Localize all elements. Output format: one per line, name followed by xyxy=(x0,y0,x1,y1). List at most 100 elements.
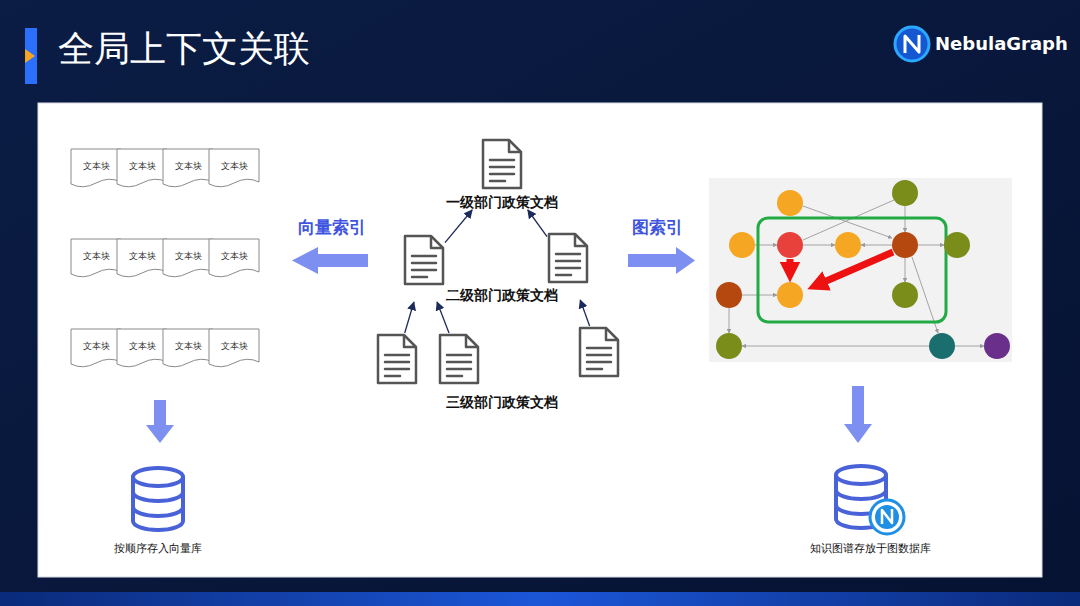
text-chunk: 文本块 xyxy=(162,328,214,370)
logo-glyph xyxy=(905,35,919,53)
chunk-outline xyxy=(71,329,121,367)
chunk-outline xyxy=(117,149,167,187)
screenshot-background xyxy=(709,178,1012,362)
graph-vertex xyxy=(892,232,918,258)
policy-document xyxy=(547,232,589,300)
chunk-label: 文本块 xyxy=(116,250,168,263)
chunk-label: 文本块 xyxy=(162,250,214,263)
policy-document xyxy=(578,326,620,378)
database-icon xyxy=(130,466,186,532)
document-fold xyxy=(509,140,521,152)
hierarchy-arrow xyxy=(580,300,589,326)
document-fold xyxy=(404,335,416,347)
graph-vertices xyxy=(716,180,1010,359)
document-line xyxy=(385,361,409,364)
index-arrow-head xyxy=(676,247,695,274)
graph-vertex xyxy=(835,232,861,258)
text-chunk: 文本块 xyxy=(208,148,260,190)
document-label: 一级部门政策文档 xyxy=(446,194,558,212)
chunk-label: 文本块 xyxy=(208,340,260,353)
policy-document xyxy=(376,333,418,385)
document-fold xyxy=(575,234,587,246)
bottom-strip xyxy=(0,592,1080,606)
document-line xyxy=(587,347,611,350)
store-arrow-shaft xyxy=(852,386,864,424)
text-chunk: 文本块 xyxy=(208,238,260,280)
document-line xyxy=(587,354,611,357)
chunk-outline xyxy=(209,149,259,187)
document-icon xyxy=(438,333,480,385)
hierarchy-arrow xyxy=(445,210,472,243)
graph-edge xyxy=(905,258,906,282)
document-line xyxy=(385,368,409,371)
graph-edge xyxy=(803,245,835,246)
database-caption: 知识图谱存放于图数据库 xyxy=(810,541,931,556)
highlight-arrow xyxy=(787,259,794,272)
chunk-outline xyxy=(71,149,121,187)
chunk-label: 文本块 xyxy=(208,160,260,173)
graph-edge xyxy=(955,346,984,347)
document-line xyxy=(587,368,602,371)
chunk-label: 文本块 xyxy=(162,340,214,353)
document-line xyxy=(447,375,462,378)
index-label: 向量索引 xyxy=(298,216,366,239)
document-line xyxy=(556,253,580,256)
logo-icon xyxy=(895,27,929,61)
document-line xyxy=(587,361,611,364)
graph-vertex xyxy=(777,190,803,216)
database-band xyxy=(133,507,183,516)
document-outline xyxy=(483,140,521,188)
document-fold xyxy=(466,335,478,347)
content-panel xyxy=(38,103,1042,577)
document-outline xyxy=(549,234,587,282)
graph-vertex xyxy=(716,282,742,308)
chunk-label: 文本块 xyxy=(208,250,260,263)
document-line xyxy=(556,260,580,263)
chunk-label: 文本块 xyxy=(162,160,214,173)
text-chunk: 文本块 xyxy=(116,328,168,370)
graph-edge xyxy=(729,308,730,333)
index-arrow-head xyxy=(292,247,318,274)
document-label: 三级部门政策文档 xyxy=(446,394,558,412)
chunk-outline xyxy=(117,329,167,367)
text-chunk: 文本块 xyxy=(116,238,168,280)
document-outline xyxy=(440,335,478,383)
document-line xyxy=(412,255,436,258)
document-label: 二级部门政策文档 xyxy=(446,287,558,305)
chunk-outline xyxy=(163,239,213,277)
index-arrow-shaft xyxy=(628,254,676,267)
title-accent-triangle xyxy=(25,49,35,63)
store-arrow-shaft xyxy=(154,400,166,425)
text-chunk: 文本块 xyxy=(70,328,122,370)
database-caption: 按顺序存入向量库 xyxy=(114,541,202,556)
chunk-label: 文本块 xyxy=(70,160,122,173)
graph-vertex xyxy=(729,232,755,258)
document-line xyxy=(447,354,471,357)
document-line xyxy=(412,269,436,272)
nebula-logo-glyph xyxy=(882,509,892,524)
document-line xyxy=(447,361,471,364)
document-outline xyxy=(580,328,618,376)
database-top xyxy=(133,468,183,486)
chunk-outline xyxy=(209,239,259,277)
document-icon xyxy=(481,138,523,190)
store-arrow-head xyxy=(844,424,872,443)
document-icon xyxy=(403,234,445,286)
highlight-arrow xyxy=(817,252,893,285)
chunk-label: 文本块 xyxy=(116,340,168,353)
graph-edge xyxy=(918,245,944,246)
document-line xyxy=(412,276,427,279)
document-icon xyxy=(547,232,589,284)
policy-document: 二级部门政策文档 xyxy=(403,234,445,302)
nebula-logo xyxy=(875,505,899,529)
graph-edge xyxy=(742,346,929,347)
database-band xyxy=(836,490,886,499)
text-chunk: 文本块 xyxy=(116,148,168,190)
document-outline xyxy=(378,335,416,383)
graph-vertex xyxy=(892,282,918,308)
database-top xyxy=(836,466,886,484)
chunk-label: 文本块 xyxy=(70,250,122,263)
document-icon xyxy=(578,326,620,378)
